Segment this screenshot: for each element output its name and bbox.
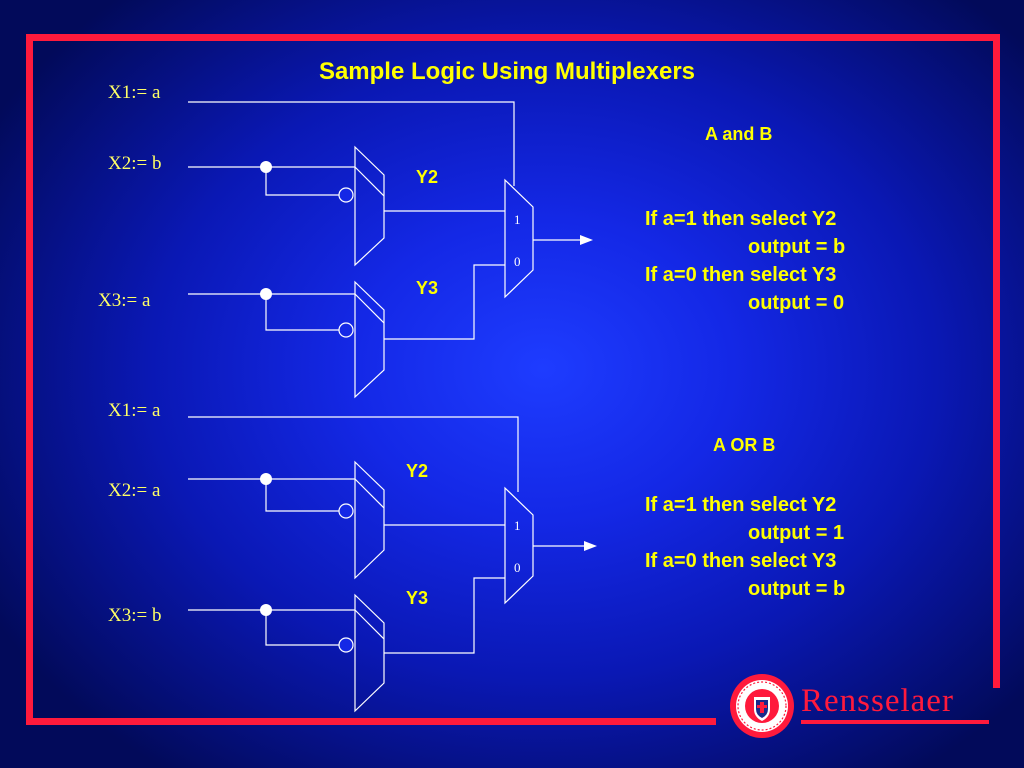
bottom-rule-line-2: output = 1 <box>748 522 845 544</box>
bottom-output-y3-label: Y3 <box>406 588 429 608</box>
top-rule-line-3: If a=0 then select Y3 <box>645 264 837 286</box>
bottom-mux-y3 <box>354 593 385 713</box>
bottom-input-x1-label: X1:= a <box>108 400 161 421</box>
bottom-y3-wire <box>384 577 505 654</box>
top-input-x1-label: X1:= a <box>108 82 161 103</box>
bottom-input-x2-label: X2:= a <box>108 480 161 501</box>
top-mux-input-0-label: 0 <box>514 254 521 269</box>
top-input-x2-label: X2:= b <box>108 153 162 174</box>
top-circuit-wiring <box>188 101 585 340</box>
rensselaer-seal-icon <box>730 674 794 738</box>
top-x2-branch-select <box>265 167 339 196</box>
frame-top-border <box>26 34 1000 41</box>
top-function-heading: A and B <box>705 124 773 144</box>
bottom-rule-line-3: If a=0 then select Y3 <box>645 550 837 572</box>
bottom-output-arrowhead <box>584 541 597 551</box>
frame-right-border <box>993 34 1000 688</box>
bottom-mux-input-1-label: 1 <box>514 518 521 533</box>
top-output-y2-label: Y2 <box>416 167 439 187</box>
top-rule-line-1: If a=1 then select Y2 <box>645 208 837 230</box>
junction-dots <box>260 161 272 616</box>
bottom-x3-branch-select <box>265 610 339 646</box>
bottom-rule-line-4: output = b <box>748 578 846 600</box>
top-y3-wire <box>384 264 505 340</box>
top-mux-final <box>504 178 534 299</box>
top-output-y3-label: Y3 <box>416 278 439 298</box>
slide-title: Sample Logic Using Multiplexers <box>318 58 696 85</box>
rensselaer-wordmark: Rensselaer <box>801 683 954 719</box>
top-mux-y3 <box>354 280 385 399</box>
top-input-x3-label: X3:= a <box>98 290 151 311</box>
top-output-arrowhead <box>580 235 593 245</box>
frame-bottom-border <box>26 718 716 725</box>
bottom-mux-final <box>504 486 534 605</box>
top-rule-line-4: output = 0 <box>748 292 845 314</box>
top-rule-line-2: output = b <box>748 236 846 258</box>
bottom-x2-branch-select <box>265 479 339 512</box>
top-mux-input-1-label: 1 <box>514 212 521 227</box>
bottom-output-y2-label: Y2 <box>406 461 429 481</box>
bottom-rule-line-1: If a=1 then select Y2 <box>645 494 837 516</box>
top-x1-wire <box>188 101 515 186</box>
bottom-circuit-wiring <box>188 416 588 654</box>
bottom-mux-y2 <box>354 460 385 580</box>
top-x3-branch-select <box>265 294 339 331</box>
rensselaer-underline <box>801 720 989 724</box>
bottom-mux-input-0-label: 0 <box>514 560 521 575</box>
bottom-x1-wire <box>188 416 519 492</box>
frame-left-border <box>26 34 33 725</box>
bottom-function-heading: A OR B <box>713 435 776 455</box>
top-mux-y2 <box>354 145 385 267</box>
bottom-input-x3-label: X3:= b <box>108 605 162 626</box>
